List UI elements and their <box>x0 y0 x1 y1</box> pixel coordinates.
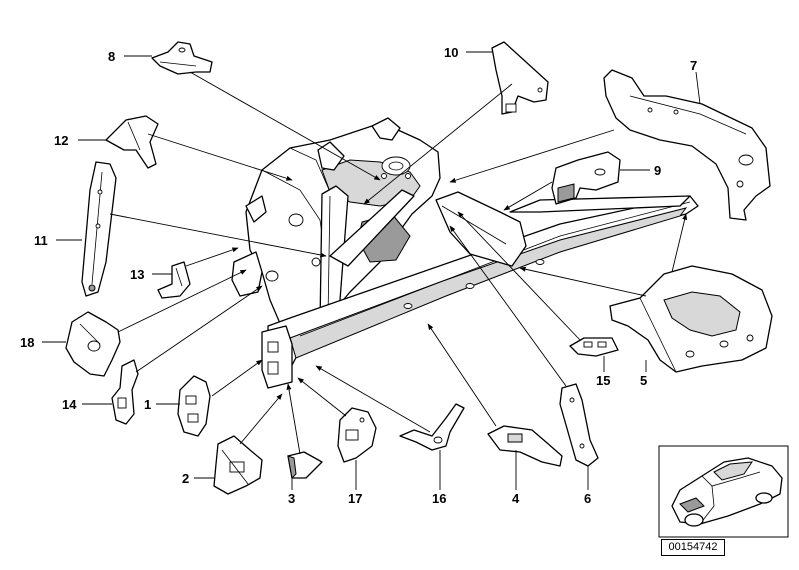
part-11 <box>81 161 117 297</box>
part-6 <box>559 383 599 467</box>
diagram-id-label: 00154742 <box>661 539 725 556</box>
callout-9: 9 <box>654 163 661 178</box>
callout-2: 2 <box>182 471 189 486</box>
leader-lines <box>42 51 701 490</box>
part-17 <box>337 407 377 463</box>
callout-11: 11 <box>34 233 48 248</box>
callout-5: 5 <box>640 373 647 388</box>
part-12 <box>105 115 159 169</box>
callout-6: 6 <box>584 491 591 506</box>
part-18 <box>65 311 121 377</box>
front-body-assembly <box>231 117 441 335</box>
part-5 <box>609 265 773 373</box>
part-8 <box>151 41 213 75</box>
callout-12: 12 <box>54 133 68 148</box>
front-side-member <box>261 191 699 389</box>
callout-17: 17 <box>348 491 362 506</box>
vehicle-thumbnail <box>658 445 789 538</box>
callout-10: 10 <box>444 45 458 60</box>
part-3 <box>287 451 323 480</box>
part-2 <box>213 435 263 495</box>
part-9 <box>551 151 621 205</box>
callout-8: 8 <box>108 49 115 64</box>
part-4 <box>487 425 563 467</box>
callout-7: 7 <box>690 58 697 73</box>
callout-13: 13 <box>130 267 144 282</box>
callout-1: 1 <box>144 397 151 412</box>
part-16 <box>399 403 465 451</box>
callout-15: 15 <box>596 373 610 388</box>
part-1 <box>177 375 211 437</box>
callout-14: 14 <box>62 397 77 412</box>
callout-16: 16 <box>432 491 446 506</box>
part-13 <box>157 261 191 299</box>
part-10 <box>491 41 549 115</box>
part-15 <box>569 337 619 357</box>
callout-18: 18 <box>20 335 34 350</box>
part-14 <box>111 359 139 425</box>
callout-3: 3 <box>288 491 295 506</box>
callout-4: 4 <box>512 491 520 506</box>
part-7 <box>603 69 771 221</box>
callout-labels: 8 10 7 9 12 11 13 18 14 1 2 3 17 16 4 6 … <box>20 45 697 506</box>
